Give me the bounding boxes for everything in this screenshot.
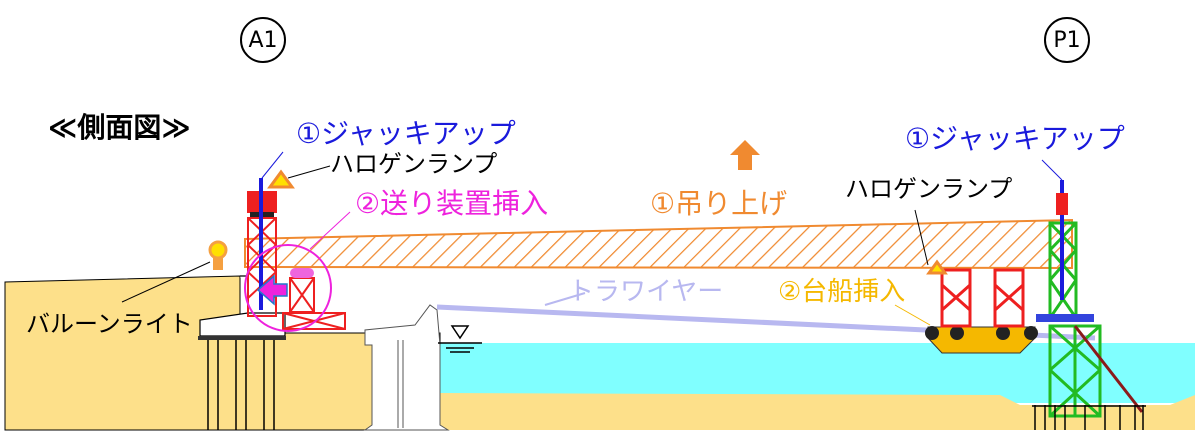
stay-cable	[1073, 325, 1144, 413]
marker-a1: A1	[240, 17, 286, 63]
feed-device-highlight	[244, 244, 332, 332]
halogen-left-label: ハロゲンランプ	[330, 150, 498, 178]
balloon-light-label: バルーンライト	[26, 310, 193, 338]
jack-up-left-label: ①ジャッキアップ	[296, 117, 516, 150]
embankment	[4, 275, 441, 431]
girder	[244, 218, 1073, 270]
feed-device-label: ②送り装置挿入	[355, 187, 549, 220]
barge	[925, 268, 1038, 354]
water-level-icon	[438, 325, 482, 353]
view-title: ≪側面図≫	[48, 111, 191, 144]
tora-wire-label: トラワイヤー	[568, 277, 724, 307]
feed-arrow-icon	[256, 274, 288, 306]
barge-label: ②台船挿入	[778, 277, 906, 307]
jack-up-right-label: ①ジャッキアップ	[905, 122, 1125, 155]
lift-label: ①吊り上げ	[650, 187, 788, 220]
lift-arrow-icon	[730, 140, 760, 170]
riverbed	[437, 393, 1195, 430]
halogen-lamp-left-icon	[267, 169, 295, 189]
halogen-right-label: ハロゲンランプ	[845, 175, 1013, 203]
revetment	[363, 304, 450, 431]
halogen-lamp-right-icon	[926, 259, 948, 275]
piles-a1	[207, 340, 275, 430]
marker-p1: P1	[1044, 17, 1090, 63]
piles-p1	[1032, 405, 1146, 430]
balloon-light-icon	[208, 240, 228, 270]
